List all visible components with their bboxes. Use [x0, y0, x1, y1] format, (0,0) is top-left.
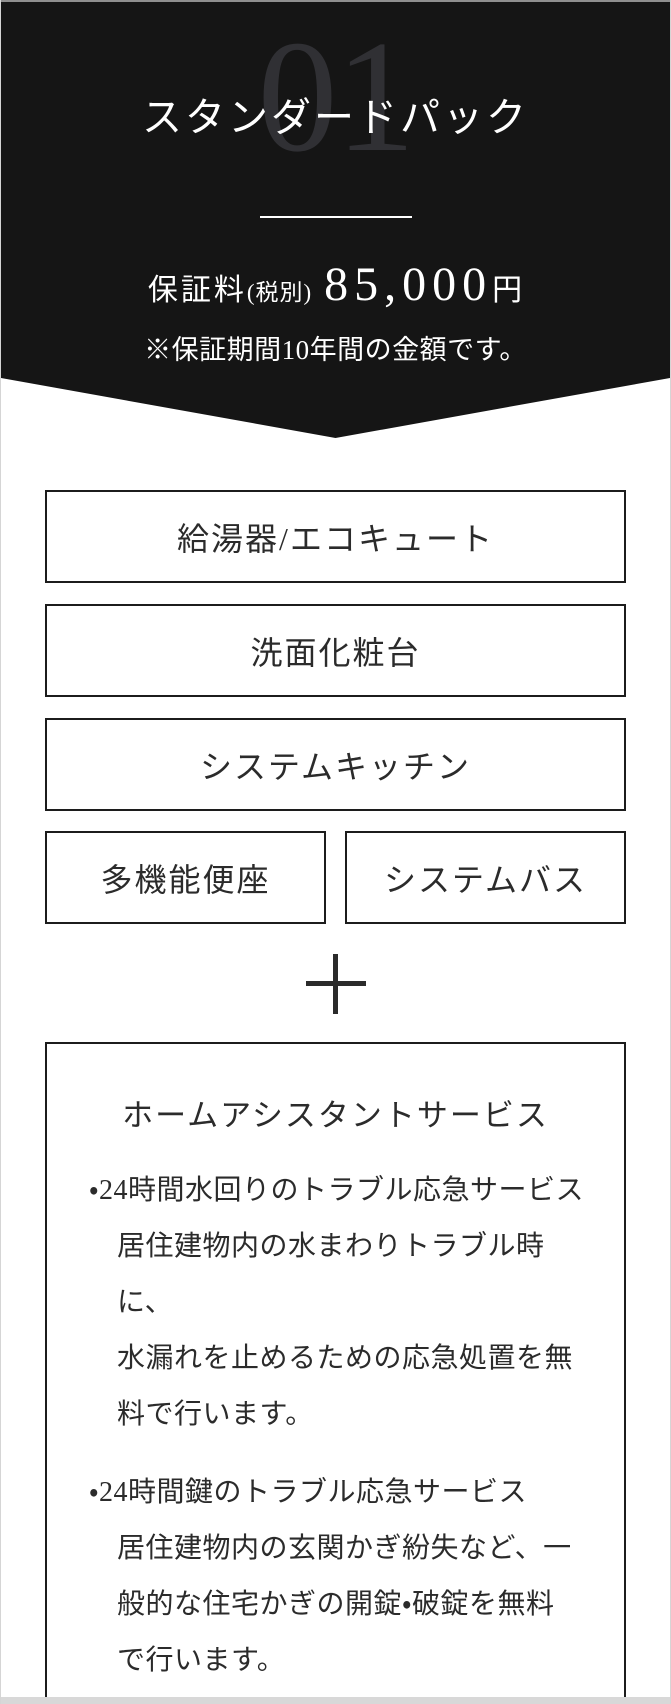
price-tax-note: (税別): [246, 280, 313, 305]
bottom-section-edge: [1, 1697, 670, 1704]
item-label: システムバス: [383, 861, 588, 898]
price-row: 保証料 (税別) 85,000 円: [1, 256, 670, 314]
service-bullet-water: ・24時間水回りのトラブル応急サービス 居住建物内の水まわりトラブル時に、 水漏…: [89, 1175, 585, 1431]
item-box-washstand: 洗面化粧台: [45, 604, 626, 697]
item-label: システムキッチン: [199, 748, 472, 785]
header-divider-line: [260, 216, 412, 218]
item-box-bath: システムバス: [345, 831, 626, 924]
price-note: ※保証期間10年間の金額です。: [144, 334, 527, 365]
item-label: 洗面化粧台: [250, 634, 421, 671]
service-title: ホームアシスタントサービス: [122, 1098, 549, 1133]
item-label: 給湯器/エコキュート: [177, 520, 494, 557]
item-row: 多機能便座 システムバス: [45, 831, 626, 924]
item-box-kitchen: システムキッチン: [45, 718, 626, 811]
price-unit: 円: [492, 274, 524, 307]
service-bullet-key: ・24時間鍵のトラブル応急サービス 居住建物内の玄関かぎ紛失など、一 般的な住宅…: [89, 1477, 572, 1677]
price-amount: 85,000: [324, 258, 493, 311]
price-label: 保証料: [147, 274, 247, 307]
pack-contents: 給湯器/エコキュート 洗面化粧台 システムキッチン 多機能便座 システムバス ホ…: [1, 438, 670, 1704]
plus-icon-vertical-bar: [332, 954, 338, 1014]
pack-header: 01 スタンダードパック 保証料 (税別) 85,000 円 ※保証期間10年間…: [1, 0, 670, 438]
item-box-toilet-seat: 多機能便座: [45, 831, 326, 924]
top-divider-line: [1, 0, 670, 2]
pack-title: スタンダードパック: [142, 95, 529, 140]
plus-icon: [305, 954, 366, 1014]
pack-number-watermark: 01: [257, 7, 414, 185]
item-label: 多機能便座: [100, 861, 271, 898]
service-box: ホームアシスタントサービス ・24時間水回りのトラブル応急サービス 居住建物内の…: [45, 1042, 626, 1704]
item-box-water-heater: 給湯器/エコキュート: [45, 490, 626, 583]
